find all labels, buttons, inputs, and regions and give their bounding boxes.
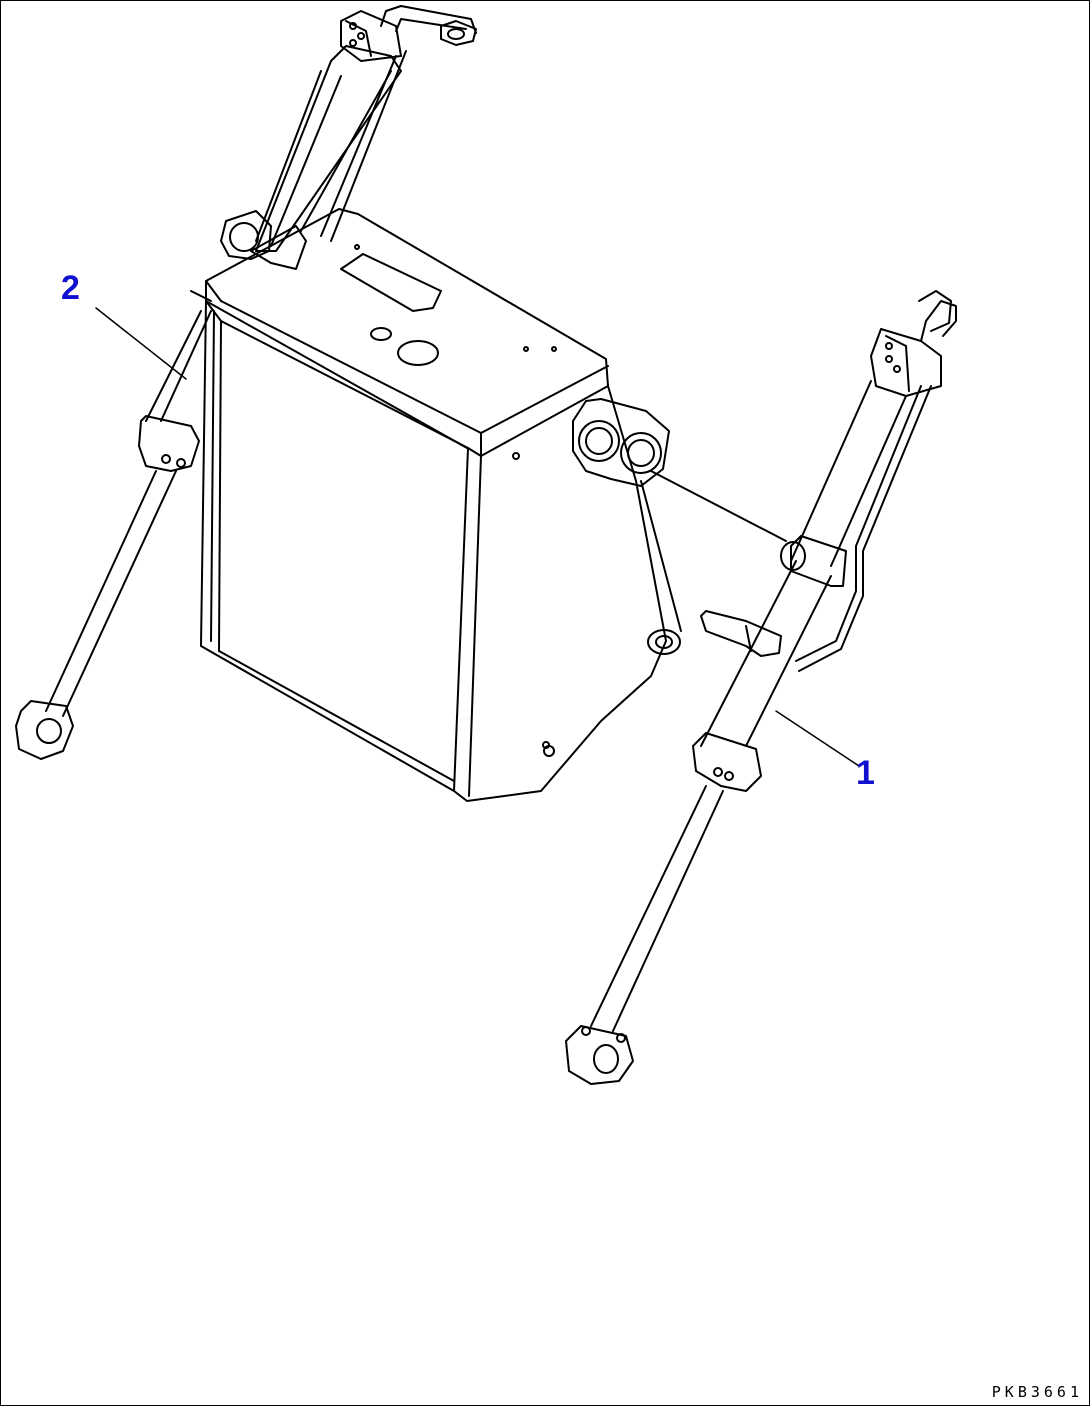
callout-1: 1 xyxy=(856,754,875,792)
leader-line-1 xyxy=(775,710,860,767)
left-cylinder xyxy=(15,5,477,760)
right-cylinder xyxy=(565,290,957,1085)
leader-line-2 xyxy=(95,307,187,380)
callout-2: 2 xyxy=(61,269,80,307)
center-block xyxy=(200,208,787,802)
drawing-code: PKB3661 xyxy=(991,1383,1083,1401)
